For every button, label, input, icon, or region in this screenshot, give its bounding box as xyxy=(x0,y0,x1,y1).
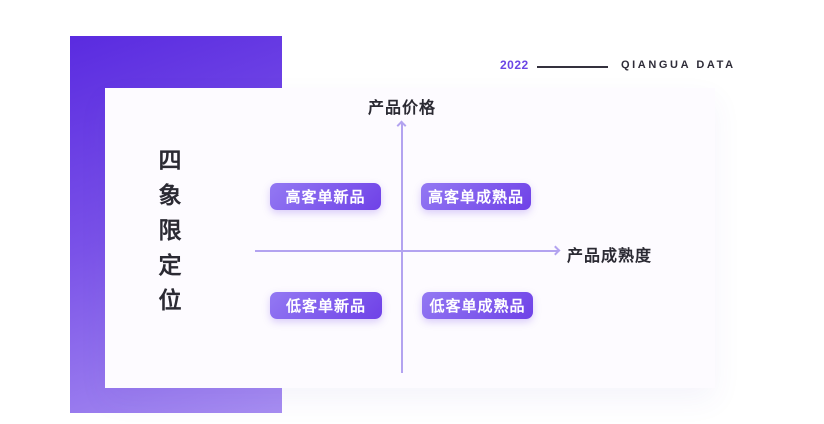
arrow-up-icon xyxy=(396,120,407,131)
header-brand: QIANGUA DATA xyxy=(621,59,736,71)
x-axis-line xyxy=(255,250,558,252)
content-card: 四象限定位 产品价格 产品成熟度 高客单新品 高客单成熟品 低客单新品 低客单成… xyxy=(105,88,715,388)
page-title: 四象限定位 xyxy=(155,148,181,323)
quadrant-label-bottom-right: 低客单成熟品 xyxy=(422,292,533,319)
quadrant-label-top-left: 高客单新品 xyxy=(270,183,381,210)
quadrant-label-bottom-left: 低客单新品 xyxy=(270,292,382,319)
quadrant-label-top-right: 高客单成熟品 xyxy=(421,183,531,210)
x-axis-label: 产品成熟度 xyxy=(567,248,653,265)
y-axis-label: 产品价格 xyxy=(367,100,436,117)
arrow-right-icon xyxy=(550,245,561,256)
y-axis-line xyxy=(401,123,403,373)
header-divider-line xyxy=(537,66,608,68)
header-year: 2022 xyxy=(500,58,529,72)
